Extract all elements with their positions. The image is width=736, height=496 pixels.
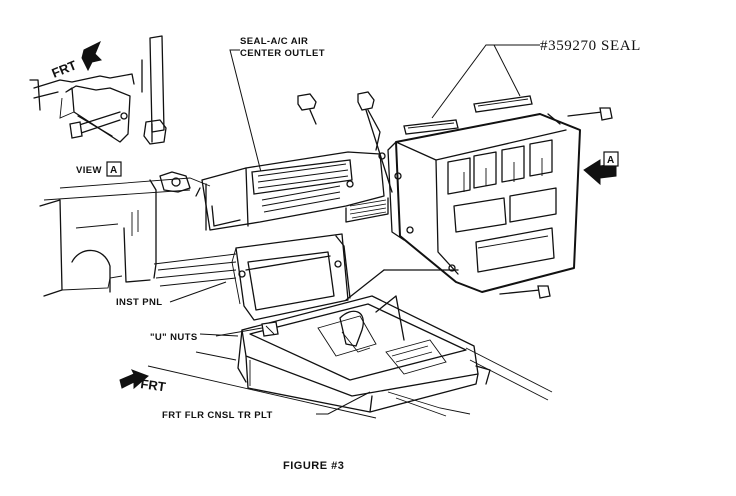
center-outlet-assembly bbox=[201, 151, 389, 231]
frt-arrow-top: FRT bbox=[50, 40, 102, 81]
view-a-label: VIEW A bbox=[76, 161, 122, 177]
frt-flr-cnsl-label: FRT FLR CNSL TR PLT bbox=[162, 410, 273, 421]
frt-label-bottom: FRT bbox=[140, 376, 167, 394]
inst-pnl-label: INST PNL bbox=[116, 297, 162, 308]
radio-housing bbox=[387, 113, 581, 299]
view-a-detail bbox=[33, 35, 167, 145]
view-a-arrow: A bbox=[583, 151, 619, 186]
frt-arrow-icon bbox=[119, 369, 149, 390]
view-label: VIEW bbox=[76, 165, 102, 176]
view-letter: A bbox=[110, 165, 117, 176]
center-outlet-label: CENTER OUTLET bbox=[240, 48, 325, 59]
fasteners-top bbox=[297, 91, 613, 193]
console-trim-plate bbox=[147, 233, 553, 419]
seal-part-number-label: #359270 SEAL bbox=[540, 38, 641, 54]
frt-arrow-icon bbox=[81, 40, 102, 72]
view-a-arrow-letter: A bbox=[607, 155, 614, 166]
seal-ac-air-label: SEAL-A/C AIR bbox=[240, 36, 308, 47]
figure-caption: FIGURE #3 bbox=[283, 460, 344, 472]
instrument-panel bbox=[29, 79, 237, 297]
frt-arrow-bottom: FRT bbox=[119, 369, 167, 394]
u-nuts-label: "U" NUTS bbox=[150, 332, 198, 343]
seals bbox=[403, 95, 533, 135]
frt-label-top: FRT bbox=[50, 57, 79, 80]
